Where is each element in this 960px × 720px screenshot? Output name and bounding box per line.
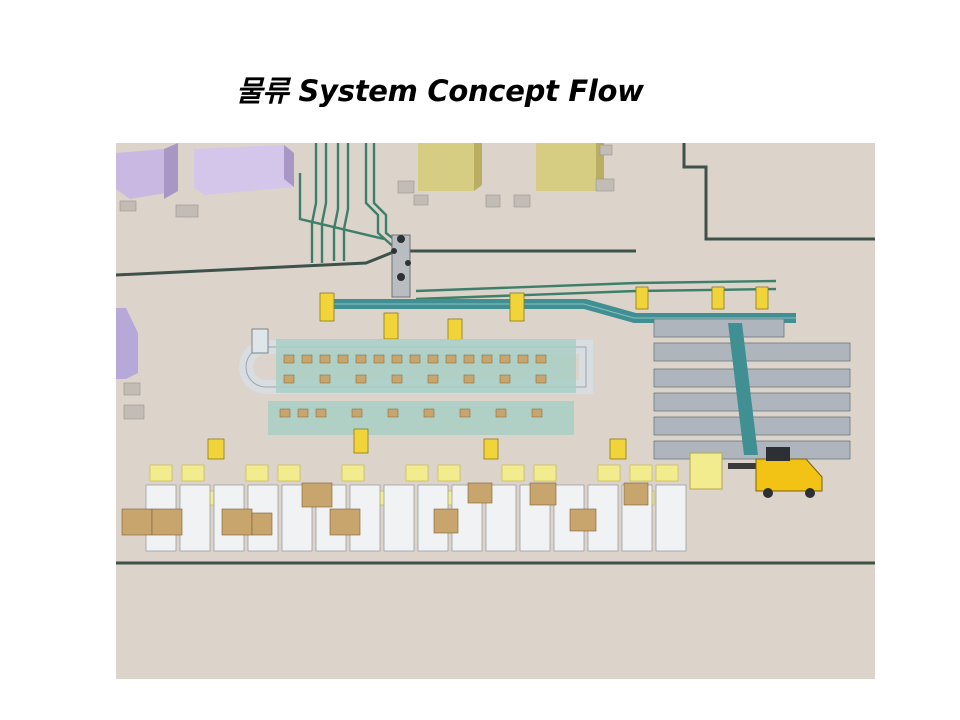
equipment-boxes xyxy=(119,144,615,420)
lavender-buildings xyxy=(116,143,294,379)
slide-title: 물류 System Concept Flow xyxy=(236,74,644,108)
robot-arms-top xyxy=(319,286,769,342)
roller-lanes xyxy=(145,484,687,552)
boundary-walls xyxy=(116,143,875,565)
forklift xyxy=(689,447,823,498)
upper-conveyor xyxy=(330,299,796,323)
gantry-robot xyxy=(251,328,269,354)
robot-arms-lower xyxy=(207,428,627,460)
vertical-lift xyxy=(391,234,411,298)
picking-stations xyxy=(268,339,576,435)
rack-conveyor-vertical xyxy=(728,323,758,455)
cardboard-boxes-stations xyxy=(279,354,547,418)
cardboard-stacks xyxy=(121,482,649,536)
warehouse-layout-illustration xyxy=(116,143,875,679)
